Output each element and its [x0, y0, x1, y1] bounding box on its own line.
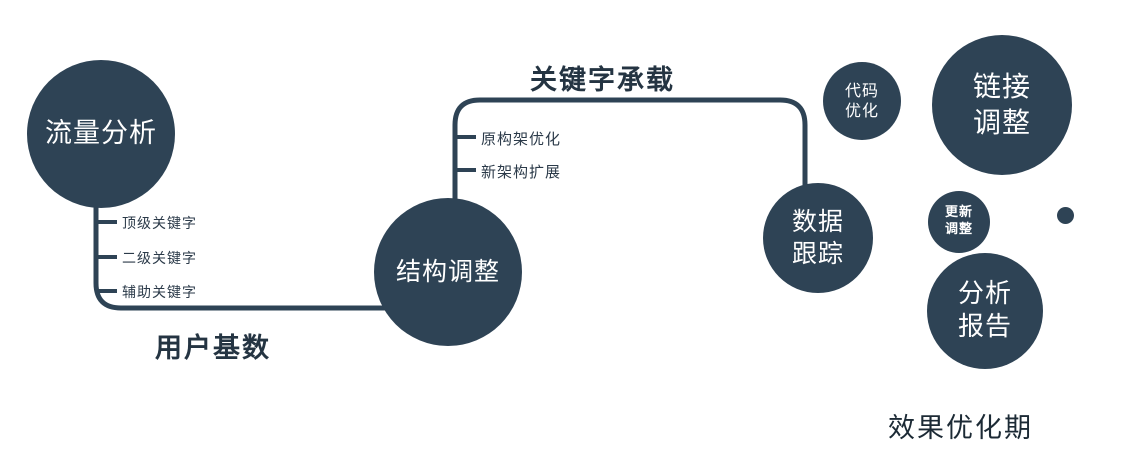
node-update-adjustment-label-line1: 更新 — [944, 205, 973, 221]
bullet-dot — [1057, 207, 1074, 224]
node-structure-adjustment: 结构调整 — [374, 198, 522, 346]
node-structure-adjustment-label: 结构调整 — [395, 257, 500, 286]
node-data-tracking-label-line2: 跟踪 — [791, 239, 844, 268]
edge-label-keyword-carry: 关键字承载 — [530, 65, 675, 96]
branch-label-secondary-keywords: 二级关键字 — [122, 251, 197, 267]
node-traffic-analysis: 流量分析 — [27, 60, 175, 208]
node-data-tracking: 数据 跟踪 — [763, 183, 873, 293]
node-analysis-report-label-line1: 分析 — [957, 278, 1012, 309]
node-code-optimization-label-line1: 代码 — [844, 80, 879, 100]
branch-label-new-architecture: 新架构扩展 — [481, 163, 562, 181]
node-code-optimization-label-line2: 优化 — [844, 101, 879, 120]
node-link-adjustment-label-line1: 链接 — [972, 70, 1031, 104]
connector-traffic-to-structure — [93, 198, 400, 311]
footer-phase-label: 效果优化期 — [888, 413, 1033, 444]
edge-label-user-base: 用户基数 — [155, 333, 271, 364]
node-update-adjustment-label-line2: 调整 — [944, 222, 973, 237]
node-analysis-report: 分析 报告 — [927, 253, 1043, 369]
node-link-adjustment: 链接 调整 — [932, 35, 1072, 175]
node-analysis-report-label-line2: 报告 — [957, 312, 1012, 342]
branch-label-original-architecture: 原构架优化 — [481, 130, 562, 148]
branch-label-top-keywords: 顶级关键字 — [122, 216, 197, 232]
node-code-optimization: 代码 优化 — [823, 62, 901, 140]
node-link-adjustment-label-line2: 调整 — [972, 106, 1031, 139]
branch-label-auxiliary-keywords: 辅助关键字 — [122, 285, 197, 301]
node-traffic-analysis-label: 流量分析 — [45, 117, 157, 149]
node-update-adjustment: 更新 调整 — [928, 191, 990, 253]
node-data-tracking-label-line1: 数据 — [791, 207, 844, 236]
connector-structure-to-tracking — [452, 97, 808, 212]
